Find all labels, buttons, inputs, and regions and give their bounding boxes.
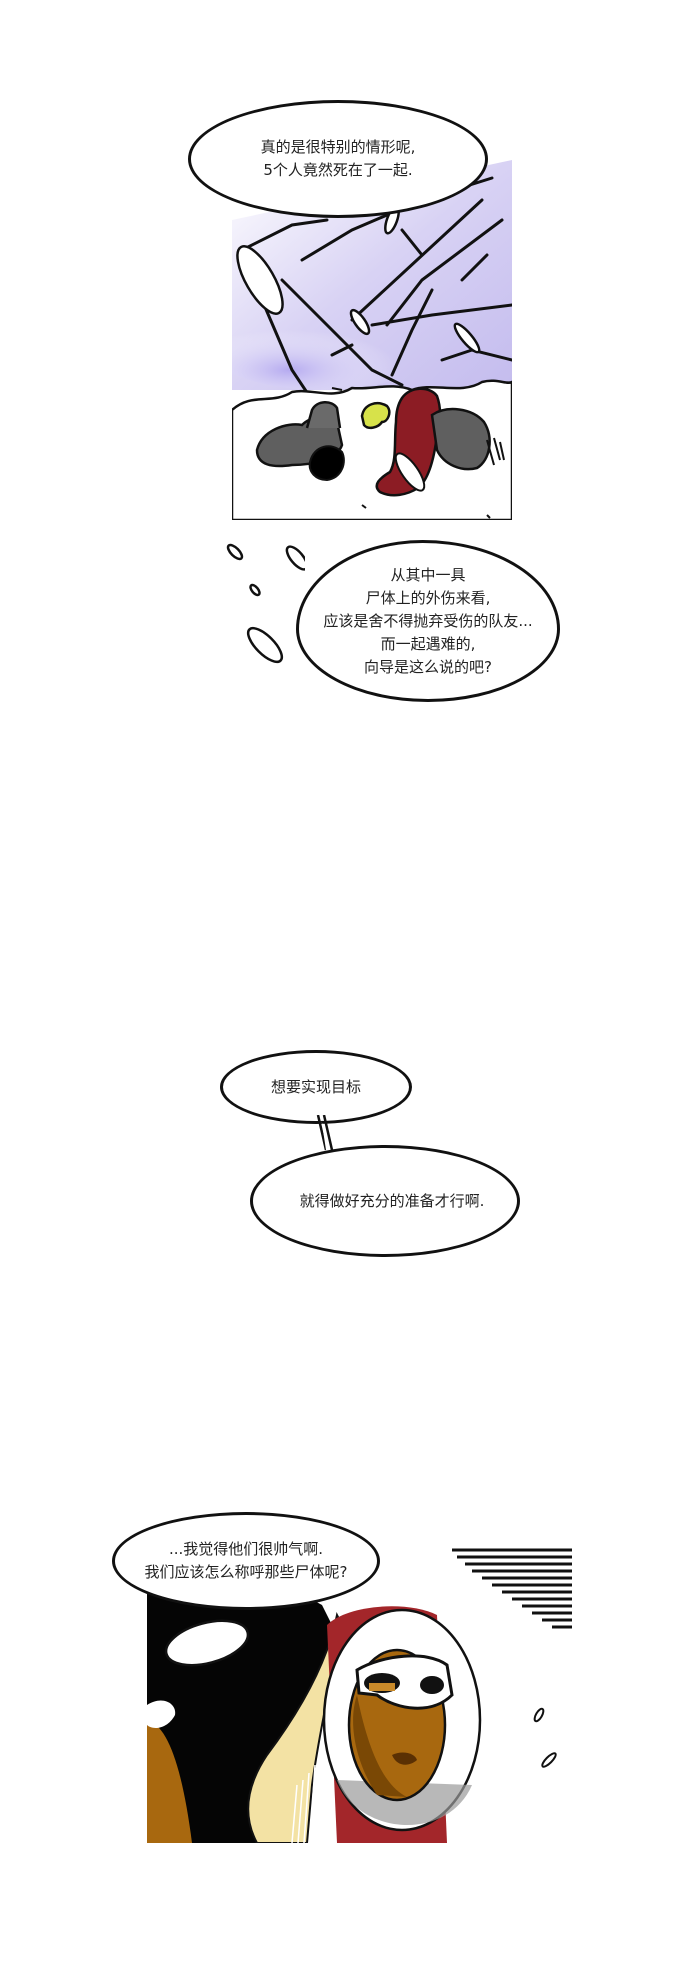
bubble-connector — [316, 1115, 334, 1151]
bubble-3-line-1: 想要实现目标 — [270, 1077, 361, 1096]
bubble-2-line-2: 尸体上的外伤来看, — [365, 588, 491, 607]
speech-bubble-5: ...我觉得他们很帅气啊. 我们应该怎么称呼那些尸体呢? — [112, 1512, 380, 1610]
bubble-2-line-1: 从其中一具 — [390, 565, 466, 584]
bubble-5-line-1: ...我觉得他们很帅气啊. — [168, 1540, 324, 1558]
snowflake-ovals — [226, 543, 305, 664]
speech-bubble-1: 真的是很特别的情形呢, 5个人竟然死在了一起. — [188, 100, 488, 218]
bubble-2-line-4: 而一起遇难的, — [380, 634, 476, 653]
bubble-2-line-5: 向导是这么说的吧? — [364, 657, 492, 676]
bubble-1-line-1: 真的是很特别的情形呢, — [260, 138, 416, 156]
speech-bubble-4: 就得做好充分的准备才行啊. — [250, 1145, 520, 1257]
bubble-1-line-2: 5个人竟然死在了一起. — [263, 161, 413, 179]
bubble-5-line-2: 我们应该怎么称呼那些尸体呢? — [144, 1563, 348, 1581]
speech-bubble-3: 想要实现目标 — [220, 1050, 412, 1124]
bubble-2-line-3: 应该是舍不得抛弃受伤的队友... — [323, 611, 533, 630]
characters-illustration — [147, 1548, 572, 1843]
panel-closeup-characters — [147, 1545, 572, 1843]
speech-bubble-2: 从其中一具 尸体上的外伤来看, 应该是舍不得抛弃受伤的队友... 而一起遇难的,… — [296, 540, 560, 702]
bubble-4-line-1: 就得做好充分的准备才行啊. — [299, 1191, 485, 1210]
